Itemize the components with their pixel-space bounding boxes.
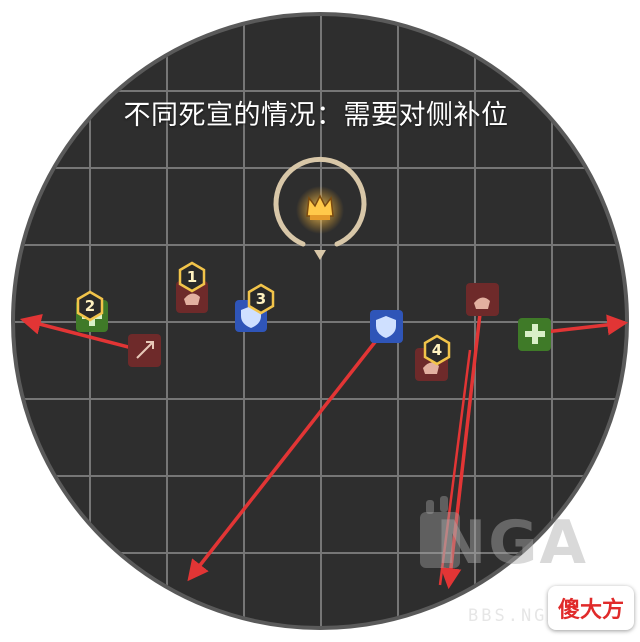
- player-tile: [370, 310, 403, 343]
- bow-icon: [136, 341, 154, 359]
- arrow-left: [19, 314, 141, 352]
- hex-marker: 2: [76, 290, 104, 322]
- arrow-lower-right-2: [438, 349, 472, 586]
- diagram-caption: 不同死宣的情况：需要对侧补位: [123, 100, 509, 131]
- fist-icon: [184, 293, 200, 305]
- hex-marker-label: 3: [256, 290, 266, 308]
- player-tile: [518, 318, 551, 351]
- nga-paw-logo: [420, 496, 460, 568]
- hex-markers: 1 2 3 4: [76, 261, 451, 366]
- player-tile: [466, 283, 499, 316]
- fist-icon: [474, 297, 490, 309]
- arrow-lower-left: [187, 326, 388, 582]
- player-tile: [128, 334, 161, 367]
- hex-marker: 1: [178, 261, 206, 293]
- hex-marker-label: 1: [187, 268, 197, 286]
- fist-icon: [423, 362, 439, 374]
- shield-icon: [376, 316, 396, 338]
- player-tile: [176, 281, 208, 313]
- watermark-logo-text: NGA: [436, 508, 588, 578]
- boss-facing-ring: [273, 156, 367, 247]
- boss-marker: [273, 156, 367, 260]
- hex-marker: 4: [423, 334, 451, 366]
- boss-crown-icon: [306, 194, 334, 220]
- corner-logo: 傻大方: [548, 586, 634, 630]
- arrow-lower-right: [440, 304, 483, 590]
- players: [76, 281, 551, 381]
- hex-marker-label: 4: [432, 341, 442, 359]
- corner-logo-text: 傻大方: [557, 598, 624, 623]
- healer-cross-icon: [525, 324, 545, 344]
- movement-arrows: [19, 304, 629, 590]
- hex-marker: 3: [247, 283, 275, 315]
- hex-marker-label: 2: [85, 297, 95, 315]
